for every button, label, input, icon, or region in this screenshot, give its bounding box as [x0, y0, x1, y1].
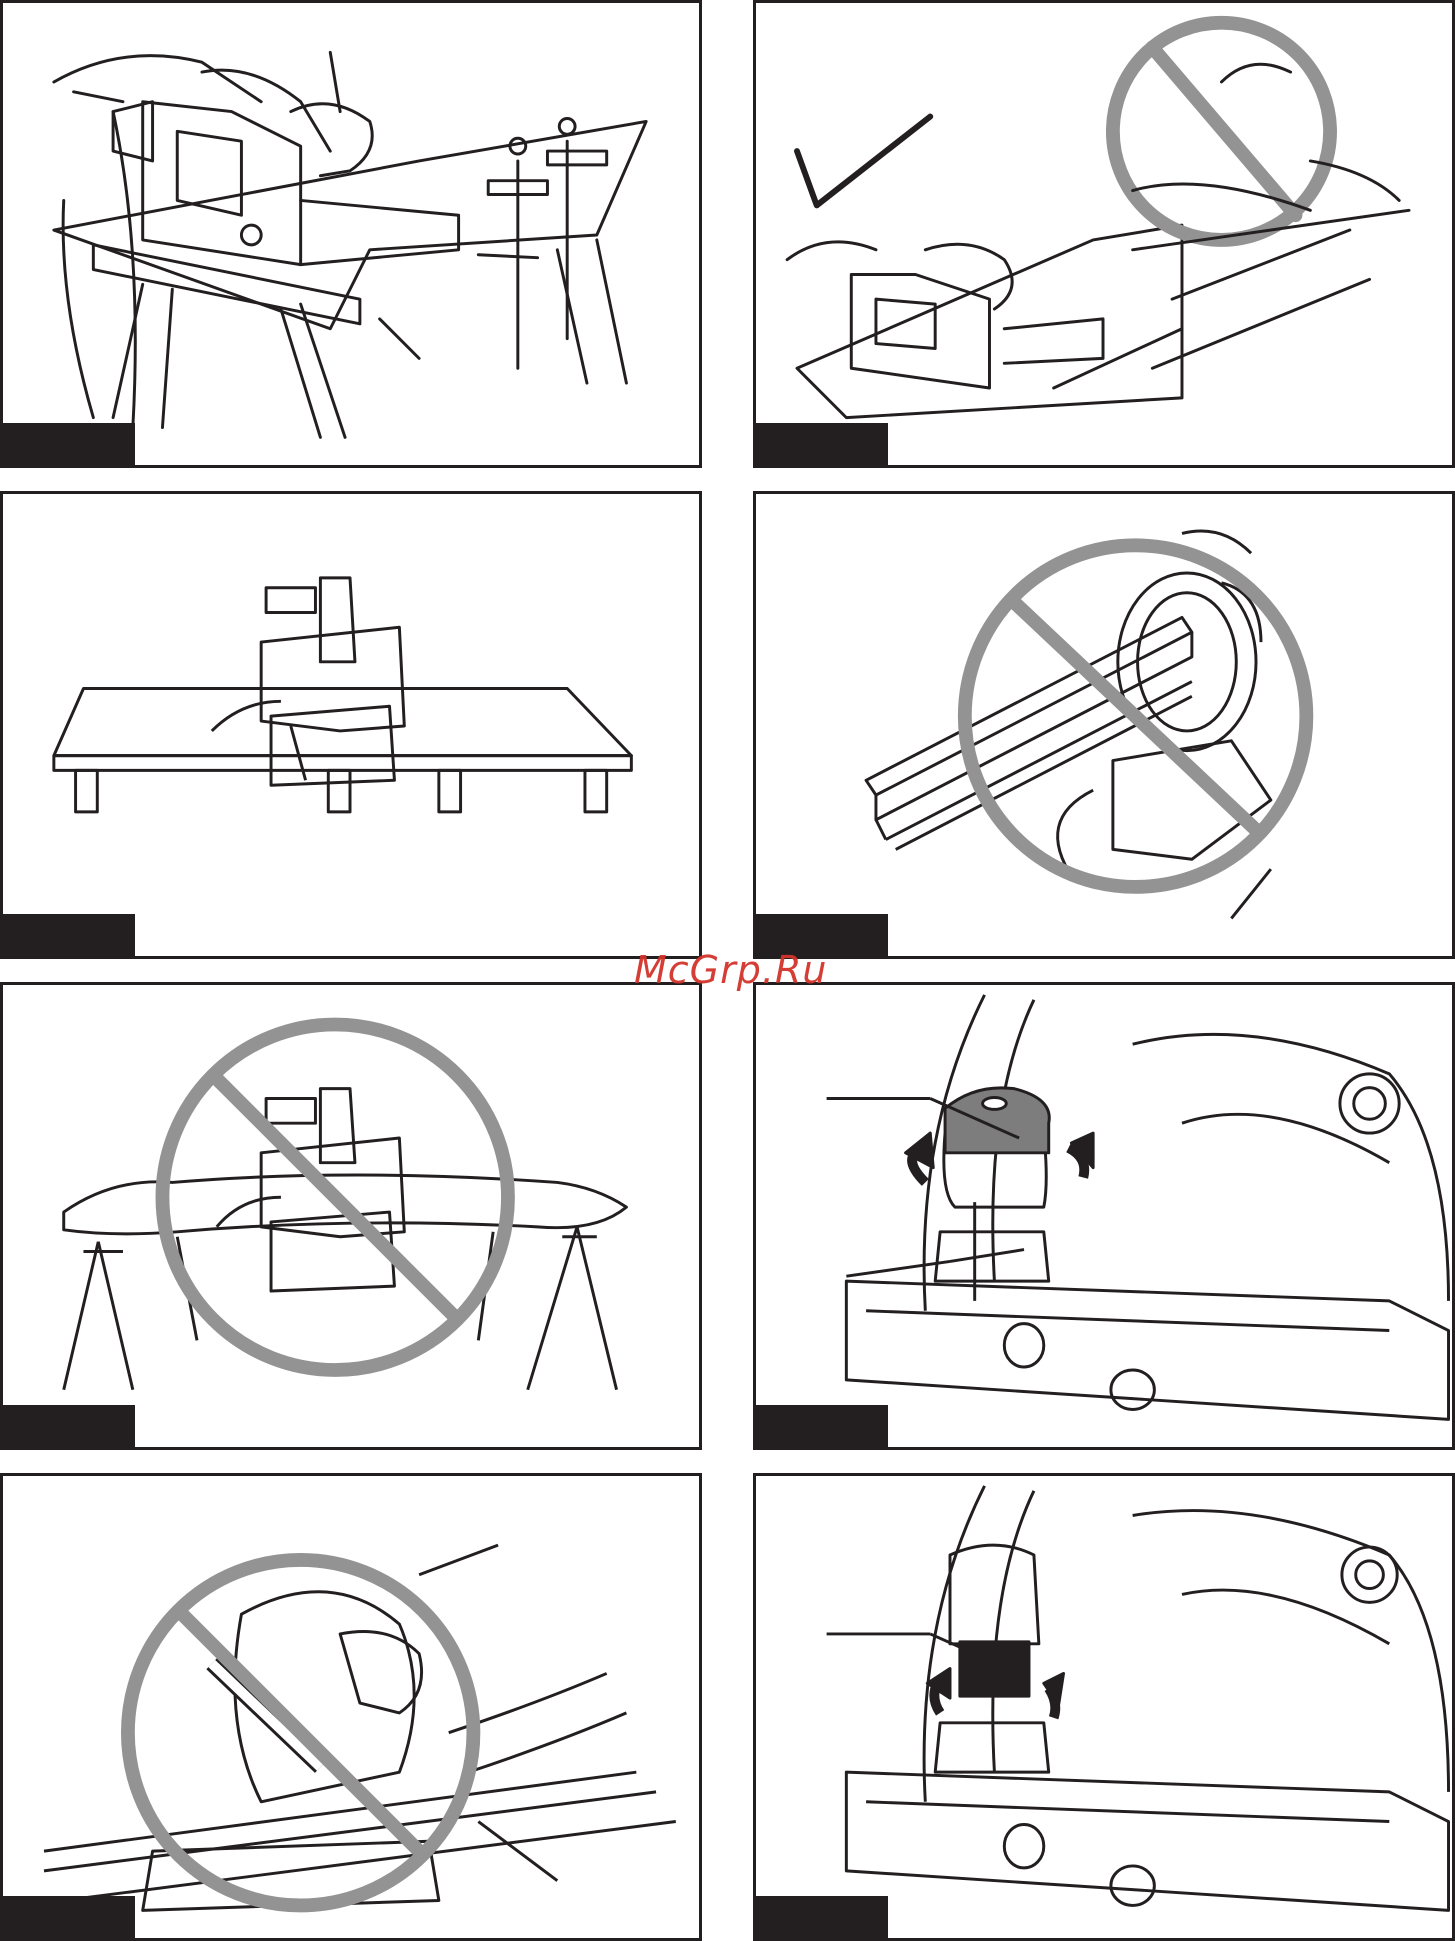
figure-panel-6 — [753, 982, 1455, 1450]
correct-support-illustration — [756, 3, 1452, 465]
figure-tag — [756, 1896, 888, 1938]
figure-tag — [3, 1896, 135, 1938]
no-sign-icon — [128, 1560, 474, 1906]
figure-panel-4 — [753, 491, 1455, 959]
figure-panel-1 — [0, 0, 702, 468]
kickback-illustration — [756, 494, 1452, 956]
figure-panel-8 — [753, 1473, 1455, 1941]
bent-board-illustration — [3, 985, 699, 1447]
saw-on-flat-table-illustration — [3, 494, 699, 956]
figure-tag — [3, 1405, 135, 1447]
depth-knob-lower-illustration — [756, 1476, 1452, 1938]
depth-knob-adjust-illustration — [756, 985, 1452, 1447]
figure-tag — [3, 423, 135, 465]
figure-panel-5 — [0, 982, 702, 1450]
no-sign-icon — [965, 545, 1307, 887]
no-sign-icon — [162, 1024, 508, 1370]
figure-tag — [756, 1405, 888, 1447]
watermark-text: McGrp.Ru — [634, 948, 827, 992]
hand-near-blade-illustration — [3, 1476, 699, 1938]
figure-panel-3 — [0, 491, 702, 959]
figure-tag — [756, 423, 888, 465]
figure-tag — [3, 914, 135, 956]
figure-panel-2 — [753, 0, 1455, 468]
check-mark-icon — [797, 117, 930, 206]
figure-panel-7 — [0, 1473, 702, 1941]
depth-knob-lowered — [960, 1642, 1029, 1696]
saw-on-sawhorse-illustration — [3, 3, 699, 465]
